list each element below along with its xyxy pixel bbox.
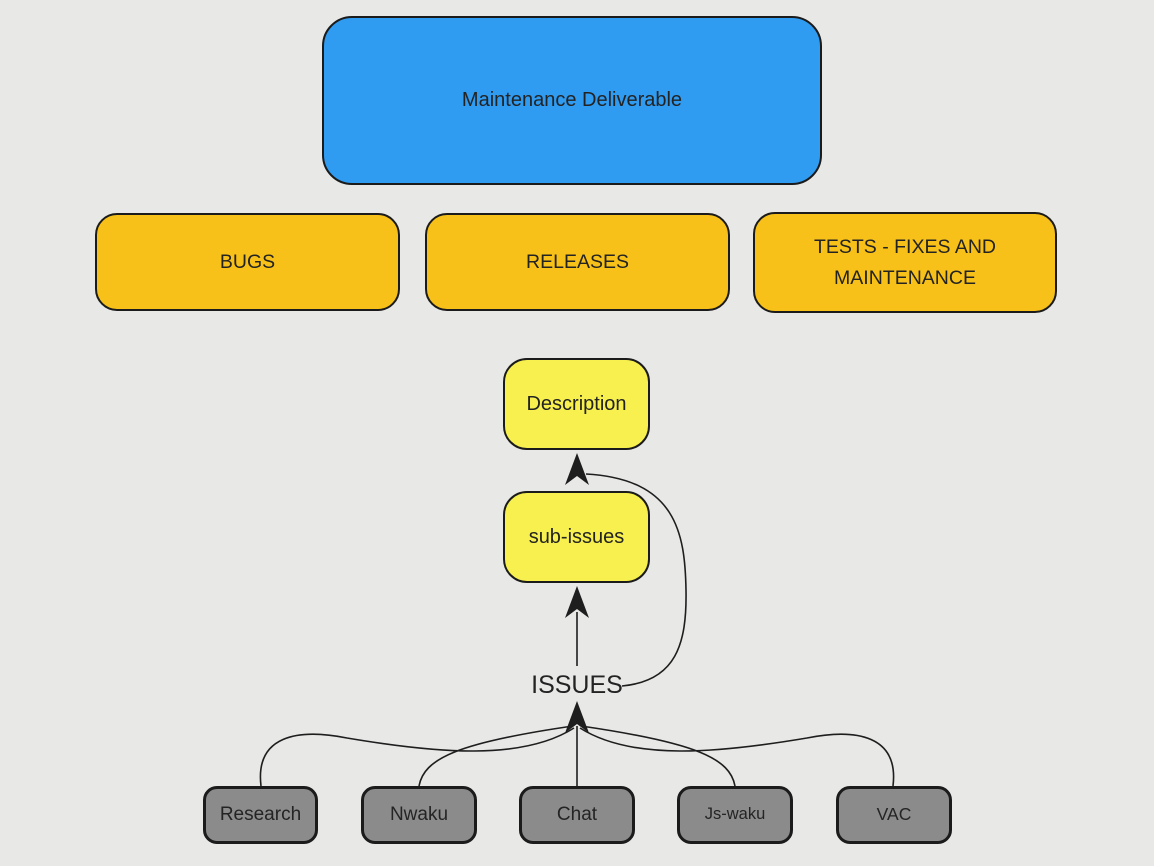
arrowhead-into-issues bbox=[565, 701, 589, 733]
edge-vac-to-issues bbox=[579, 727, 895, 787]
node-label: TESTS - FIXES AND MAINTENANCE bbox=[813, 236, 997, 289]
node-label: VAC bbox=[876, 804, 912, 825]
node-label: BUGS bbox=[219, 250, 276, 273]
node-maintenance-deliverable[interactable]: Maintenance Deliverable bbox=[322, 16, 822, 185]
node-vac[interactable]: VAC bbox=[836, 786, 952, 844]
node-chat[interactable]: Chat bbox=[519, 786, 635, 844]
node-label: RELEASES bbox=[526, 250, 629, 273]
node-label: Nwaku bbox=[389, 804, 449, 826]
node-label: Research bbox=[219, 804, 302, 826]
arrowhead-into-description bbox=[565, 453, 589, 485]
node-label: Description bbox=[526, 392, 627, 415]
node-label: sub-issues bbox=[528, 525, 625, 548]
node-label: Js-waku bbox=[704, 805, 766, 824]
node-releases[interactable]: RELEASES bbox=[425, 213, 730, 311]
edge-research-to-issues bbox=[259, 727, 575, 787]
edge-nwaku-to-issues bbox=[418, 725, 574, 787]
edge-jswaku-to-issues bbox=[580, 725, 736, 787]
node-js-waku[interactable]: Js-waku bbox=[677, 786, 793, 844]
issues-label[interactable]: ISSUES bbox=[531, 671, 623, 699]
arrowhead-into-subissues bbox=[565, 586, 589, 618]
node-nwaku[interactable]: Nwaku bbox=[361, 786, 477, 844]
node-description[interactable]: Description bbox=[503, 358, 650, 450]
node-tests-fixes-maintenance[interactable]: TESTS - FIXES AND MAINTENANCE bbox=[753, 212, 1057, 313]
node-sub-issues[interactable]: sub-issues bbox=[503, 491, 650, 583]
node-label: Maintenance Deliverable bbox=[461, 89, 683, 111]
node-research[interactable]: Research bbox=[203, 786, 318, 844]
node-bugs[interactable]: BUGS bbox=[95, 213, 400, 311]
node-label: Chat bbox=[556, 804, 598, 826]
